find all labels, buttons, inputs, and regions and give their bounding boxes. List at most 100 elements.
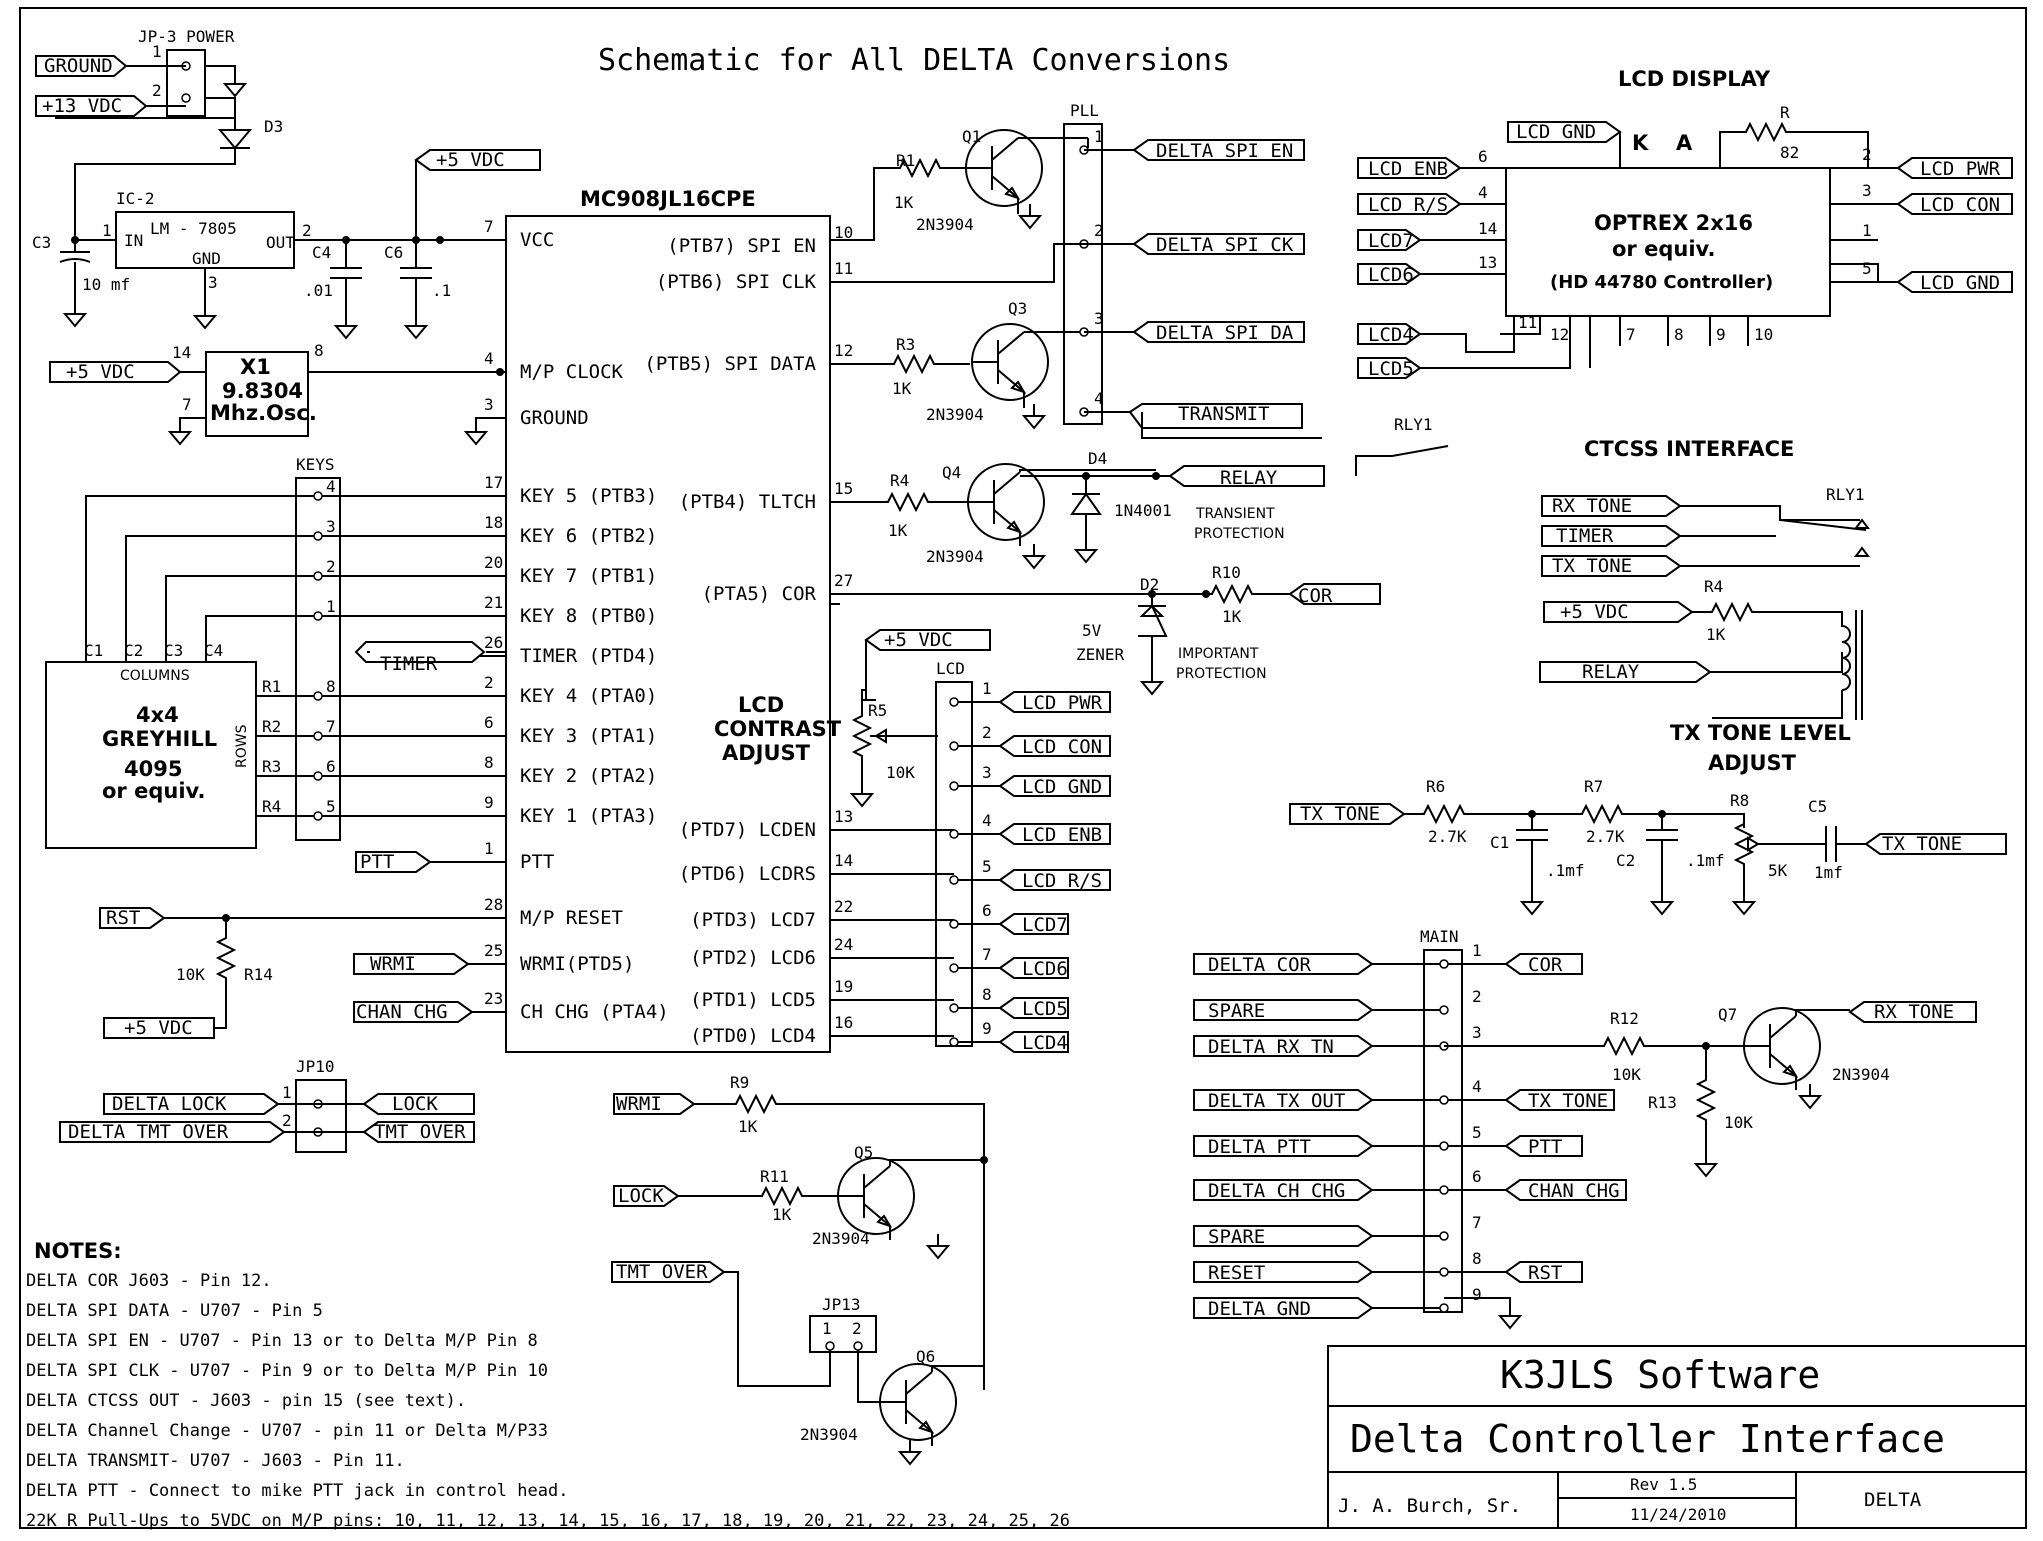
lock-port — [362, 1093, 475, 1115]
lcd-right-pin: 2 — [1862, 145, 1872, 164]
lcd-right-port-1-label: LCD CON — [1920, 194, 2000, 216]
q7-label: Q7 — [1718, 1005, 1737, 1024]
mcu-left-pin-num: 25 — [484, 941, 503, 960]
important-label-2: PROTECTION — [1176, 666, 1267, 682]
pll-port-2-box — [1132, 321, 1305, 343]
pll-pin-num: 4 — [1094, 389, 1104, 408]
lcd-left-port-2-label: LCD R/S — [1368, 194, 1448, 216]
pll-pin-num: 2 — [1094, 221, 1104, 240]
mcu-left-pin-label: M/P CLOCK — [520, 361, 624, 383]
main-left-label: SPARE — [1208, 1226, 1265, 1248]
mcu-left-pin-num: 23 — [484, 989, 503, 1008]
note-line: DELTA PTT - Connect to mike PTT jack in … — [26, 1481, 568, 1501]
mcu-left-pin-label: KEY 1 (PTA3) — [520, 805, 657, 827]
mcu-name: MC908JL16CPE — [580, 187, 756, 211]
main-right-port-5-label: CHAN CHG — [1528, 1180, 1620, 1202]
ctcss-rly-label: RLY1 — [1826, 485, 1865, 504]
lcd-conn-port-2-box — [998, 775, 1111, 797]
lcd-conn-port-1-box — [998, 735, 1111, 757]
mcu-left-pin-num: 21 — [484, 593, 503, 612]
lcd-right-port-0-box — [1896, 157, 2013, 179]
lcd-right-port-1-box — [1896, 193, 2013, 215]
ctcss-timer-port — [1541, 525, 1682, 547]
lcd-conn-port-5-label: LCD7 — [1022, 914, 1068, 936]
pll-port-2-label: DELTA SPI DA — [1156, 322, 1294, 344]
mcu-right-pin-num: 19 — [834, 977, 853, 996]
v5-port-top — [414, 149, 541, 171]
lcd-a-label: A — [1676, 131, 1693, 155]
mcu-right-pin-num: 22 — [834, 897, 853, 916]
lcd-connector-label: LCD — [936, 659, 965, 678]
r8-value: 5K — [1768, 861, 1788, 880]
keypad-row-label: R1 — [262, 677, 281, 696]
lcd-pin-num: 8 — [982, 985, 992, 1004]
keys-pin-num: 7 — [326, 717, 336, 736]
q3-type: 2N3904 — [926, 405, 984, 424]
jp3-pin2: 2 — [152, 81, 162, 100]
mcu-right-pin-label: (PTD6) LCDRS — [679, 863, 816, 885]
delta-tmt-port — [59, 1121, 286, 1143]
r10-value: 1K — [1222, 607, 1242, 626]
c4-value: .01 — [304, 281, 333, 300]
lcd-display-name-1: OPTREX 2x16 — [1594, 211, 1753, 235]
ctcss-r4-label: R4 — [1704, 577, 1723, 596]
main-left-label: DELTA COR — [1208, 954, 1312, 976]
pll-port-1-box — [1132, 233, 1305, 255]
main-pin-contact — [1439, 1231, 1449, 1241]
keys-pin-contact — [313, 731, 323, 741]
lcd-right-port-2-label: LCD GND — [1920, 272, 2000, 294]
mcu-right-pin-label: (PTA5) COR — [702, 583, 817, 605]
note-line: DELTA CTCSS OUT - J603 - pin 15 (see tex… — [26, 1391, 466, 1411]
mcu-right-pin-label: (PTB6) SPI CLK — [656, 271, 817, 293]
mcu-left-pin-label: VCC — [520, 229, 554, 251]
tmt-port — [362, 1121, 475, 1143]
q1-type: 2N3904 — [916, 215, 974, 234]
lcd-pin-num: 9 — [982, 1019, 992, 1038]
keys-pin-num: 3 — [326, 517, 336, 536]
main-left-label: SPARE — [1208, 1000, 1265, 1022]
lcd-pin-contact — [949, 919, 959, 929]
lcd-r-value: 82 — [1780, 143, 1799, 162]
cor-port-top — [1288, 583, 1381, 605]
title-block: K3JLS Software Delta Controller Interfac… — [1327, 1345, 2027, 1529]
r6-label: R6 — [1426, 777, 1445, 796]
note-line: 22K R Pull-Ups to 5VDC on M/P pins: 10, … — [26, 1511, 1070, 1531]
jp10-section: JP10 1 2 DELTA LOCK DELTA TMT OVER LOCK … — [59, 1057, 475, 1153]
title-author: J. A. Burch, Sr. — [1338, 1495, 1521, 1517]
mcu-left-pin-label: KEY 3 (PTA1) — [520, 725, 657, 747]
main-right-port-0-box — [1504, 953, 1583, 975]
rst-port — [99, 907, 166, 929]
lcd-left-pin: 12 — [1550, 325, 1569, 344]
mcu-left-pin-num: 17 — [484, 473, 503, 492]
zener-label-2: ZENER — [1076, 645, 1125, 664]
osc-x1: X1 — [240, 355, 271, 379]
ctcss-r4-value: 1K — [1706, 625, 1726, 644]
jp10-connector — [295, 1079, 347, 1153]
lcd-left-pin: 11 — [1518, 313, 1537, 332]
main-label: MAIN — [1420, 927, 1459, 946]
main-pin-contact — [1439, 1303, 1449, 1313]
r3-label: R3 — [896, 335, 915, 354]
lcd-conn-port-2-label: LCD GND — [1022, 776, 1102, 798]
delta-lock-port — [103, 1093, 280, 1115]
contrast-label-3: ADJUST — [722, 741, 811, 765]
lcd-pin-contact — [949, 697, 959, 707]
lock-in-port — [613, 1185, 680, 1207]
main-left-label: DELTA TX OUT — [1208, 1090, 1345, 1112]
main-left-port — [1193, 1179, 1374, 1201]
lcd-left-pin: 14 — [1478, 219, 1497, 238]
jp10-pin1: 1 — [282, 1083, 292, 1102]
lcd-conn-port-0-label: LCD PWR — [1022, 692, 1103, 714]
tx-tone-in-label: TX TONE — [1300, 803, 1380, 825]
osc-pin7: 7 — [182, 395, 192, 414]
mcu-right-pin-num: 13 — [834, 807, 853, 826]
c4-label: C4 — [312, 243, 331, 262]
r4-value: 1K — [888, 521, 908, 540]
mcu-right-pin-label: (PTD1) LCD5 — [690, 989, 816, 1011]
tx-level-section: TX TONE LEVEL ADJUST TX TONE R6 2.7K C1 … — [1289, 721, 2007, 915]
pll-pin-num: 3 — [1094, 309, 1104, 328]
lock-in-label: LOCK — [618, 1185, 664, 1207]
main-right-port-7-box — [1504, 1261, 1583, 1283]
